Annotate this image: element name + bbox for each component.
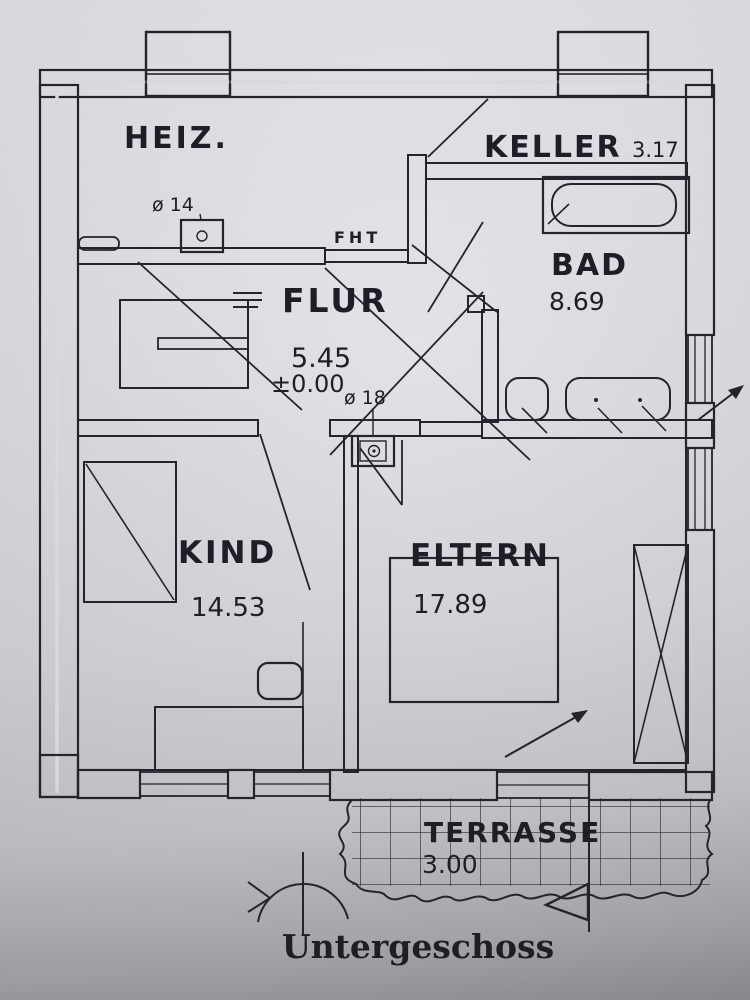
wall-keller-south	[425, 162, 688, 180]
flur-diagonal-1	[324, 267, 531, 461]
room-label-keller: KELLER	[484, 130, 622, 165]
bad-door-swing-1	[411, 244, 498, 313]
kind-door-swing	[259, 433, 311, 591]
window-bad-right	[687, 334, 713, 404]
room-labels: HEIZ. KELLER 3.17 BAD 8.69 FLUR 5.45 ±0.…	[124, 121, 679, 879]
wall-right-upper	[684, 83, 716, 337]
exit-arrows	[504, 385, 744, 758]
terrace-area	[338, 778, 714, 932]
terrace-exit-arrow	[504, 710, 588, 758]
wall-bad-south	[481, 419, 713, 439]
bad-door-swing-2	[427, 221, 484, 313]
wall-center-top	[329, 419, 421, 437]
room-label-flur: FLUR	[282, 281, 389, 320]
keller-door-swing	[427, 98, 489, 158]
exit-arrow-right	[697, 385, 744, 421]
chimney-mitte-label: ø 18	[344, 387, 386, 409]
light-shaft-right	[556, 30, 650, 98]
room-area-terrasse: 3.00	[422, 850, 478, 879]
room-label-terrasse: TERRASSE	[424, 816, 601, 849]
level-mark: ±0.00	[271, 370, 345, 398]
toilet	[505, 377, 549, 434]
terrace-terrain-edge	[338, 799, 714, 903]
wall-bottom-3	[587, 770, 714, 802]
wall-kind-eltern	[343, 435, 359, 773]
flur-diagonal-2	[329, 291, 484, 456]
kind-desk	[154, 622, 304, 771]
room-label-heiz: HEIZ.	[124, 121, 229, 156]
washbasin	[565, 377, 671, 434]
room-label-eltern: ELTERN	[410, 538, 550, 574]
room-area-bad: 8.69	[549, 287, 605, 316]
door-swings	[137, 98, 531, 591]
kind-stool	[256, 661, 304, 701]
flur-diagonal-3	[137, 261, 303, 411]
room-label-bad: BAD	[551, 248, 628, 283]
annotation-labels: FHT ø 14 ø 18	[152, 194, 386, 409]
terrace-paving-grid	[352, 798, 710, 886]
top-light-shafts	[144, 30, 650, 98]
fixtures	[78, 175, 691, 771]
window-kind-left	[139, 771, 229, 797]
room-label-kind: KIND	[178, 535, 277, 571]
eltern-door-swing	[359, 447, 403, 506]
terrace-direction-triangle	[542, 882, 590, 922]
window-eltern-right	[687, 447, 713, 531]
wall-bottom-2	[328, 768, 499, 802]
floor-caption: Untergeschoss	[282, 927, 554, 966]
wall-bottom-corner	[38, 753, 80, 799]
fht-label: FHT	[334, 228, 381, 247]
room-area-kind: 14.53	[191, 593, 265, 623]
chimney-heiz-symbol	[179, 213, 225, 254]
wall-right-pier	[684, 401, 716, 450]
electric-panel-symbol	[233, 292, 262, 308]
wall-bad-west	[481, 309, 499, 423]
shaft-left-opening	[145, 73, 231, 97]
kind-wardrobe	[83, 461, 177, 603]
wall-right-lower	[684, 528, 716, 794]
wall-heiz-south	[77, 247, 326, 265]
terrace-door	[496, 771, 590, 799]
eltern-wardrobe	[633, 544, 689, 764]
wall-bottom-pier-1	[226, 768, 256, 800]
room-area-keller: 3.17	[632, 138, 679, 162]
window-kind-right	[253, 771, 331, 797]
eltern-bed	[388, 556, 560, 704]
chimney-heiz-label: ø 14	[152, 194, 194, 216]
light-shaft-left	[144, 30, 232, 98]
inner-walls	[77, 154, 713, 773]
wall-heiz-keller	[407, 154, 427, 264]
wall-bottom-1	[76, 768, 142, 800]
room-area-eltern: 17.89	[413, 590, 487, 620]
shaft-right-opening	[557, 73, 649, 97]
room-area-flur: 5.45	[291, 343, 351, 374]
wall-kind-north	[77, 419, 259, 437]
utility-basin	[78, 236, 120, 251]
bathtub	[541, 175, 691, 235]
flur-stair-closet	[119, 299, 249, 389]
tree-symbol	[247, 852, 349, 934]
wall-left	[38, 83, 80, 799]
